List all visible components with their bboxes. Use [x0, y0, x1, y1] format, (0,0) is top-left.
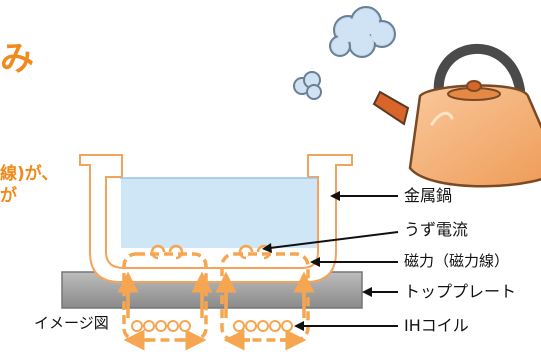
page-title-fragment: み [0, 39, 35, 79]
metal-pot [79, 154, 353, 283]
label-top-plate: トッププレート [404, 282, 517, 301]
label-magnetic-force: 磁力（磁力線） [404, 252, 510, 270]
leader-lines [262, 191, 399, 331]
label-ih-coil: IHコイル [404, 316, 469, 335]
steam-cloud-icon [293, 6, 396, 100]
label-metal-pot: 金属鍋 [404, 186, 453, 205]
field-arrows [117, 271, 315, 351]
description-line-2: が [0, 186, 17, 206]
magnetic-field-lines [122, 252, 310, 342]
description-line-1: 線)が、 [0, 164, 59, 184]
description-text: 線)が、 が [0, 163, 58, 207]
label-eddy-current: うず電流 [404, 220, 469, 239]
ih-coil [131, 320, 293, 332]
image-caption: イメージ図 [34, 314, 109, 332]
kettle-icon [372, 43, 541, 188]
